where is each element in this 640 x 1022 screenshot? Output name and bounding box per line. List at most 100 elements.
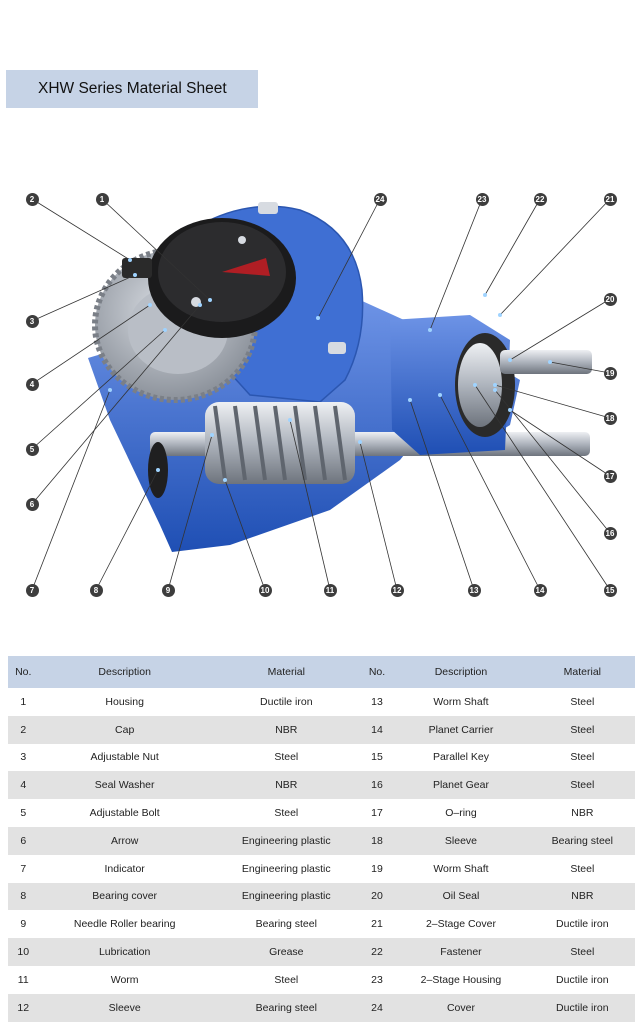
table-cell: 15 — [371, 751, 383, 764]
table-cell: 7 — [20, 862, 27, 875]
callout-marker: 14 — [533, 583, 547, 597]
table-cell: 6 — [8, 826, 39, 855]
callout-marker: 24 — [373, 192, 387, 206]
callout-marker: 9 — [161, 583, 175, 597]
table-cell: 21 — [371, 918, 383, 931]
table-cell: Steel — [529, 715, 635, 744]
leader-line — [101, 198, 211, 301]
header-cell: Material — [210, 656, 362, 688]
leader-dot — [483, 293, 487, 297]
table-cell: Bearing steel — [529, 826, 635, 855]
table-cell: Adjustable Bolt — [89, 807, 160, 820]
leader-line — [95, 469, 159, 591]
leader-dot — [316, 316, 320, 320]
leader-dot — [408, 398, 412, 402]
leader-line — [31, 389, 111, 591]
table-cell: Housing — [105, 695, 144, 708]
leader-line — [549, 361, 611, 374]
leader-line — [31, 198, 131, 261]
table-cell: Bearing steel — [255, 918, 317, 931]
callout-marker: 22 — [533, 192, 547, 206]
leader-dot — [156, 468, 160, 472]
title-bar: XHW Series Material Sheet — [6, 70, 258, 108]
cover-bolt — [328, 342, 346, 354]
leader-dot — [108, 388, 112, 392]
table-cell: 9 — [20, 918, 27, 931]
table-cell: 5 — [20, 807, 27, 820]
table-cell: 12 — [8, 993, 39, 1022]
leader-line — [439, 394, 541, 591]
planet-carrier — [458, 343, 502, 427]
table-cell: Cap — [38, 715, 211, 744]
callout-marker: 12 — [390, 583, 404, 597]
table-cell: Bearing steel — [210, 993, 362, 1022]
header-cell: Description — [392, 656, 530, 688]
table-cell: Bearing cover — [38, 882, 211, 911]
table-cell: Steel — [529, 938, 635, 966]
leader-dot — [198, 303, 202, 307]
table-cell: Worm Shaft — [433, 695, 489, 708]
leader-line — [167, 434, 213, 591]
table-cell: Lubrication — [38, 938, 211, 966]
table-cell: O–ring — [445, 807, 477, 820]
arrow-pointer — [222, 258, 270, 276]
leader-lines — [31, 198, 611, 591]
table-cell: Ductile iron — [556, 973, 609, 986]
table-cell: Seal Washer — [38, 771, 211, 800]
table-cell: Needle Roller bearing — [73, 918, 176, 931]
leader-dot — [548, 360, 552, 364]
table-cell: Ductile iron — [529, 993, 635, 1022]
leader-line — [31, 304, 201, 505]
leader-dot — [508, 408, 512, 412]
callout-marker: 10 — [258, 583, 272, 597]
table-cell: Cover — [392, 993, 530, 1022]
table-cell: 14 — [361, 715, 393, 744]
callout-marker: 3 — [25, 314, 39, 328]
table-cell: Sleeve — [392, 826, 530, 855]
leader-line — [409, 399, 475, 591]
table-cell: Steel — [274, 751, 299, 764]
table-cell: 13 — [371, 695, 383, 708]
callout-marker: 7 — [25, 583, 39, 597]
leader-line — [474, 384, 611, 591]
table-cell: 18 — [361, 826, 393, 855]
callout-marker: 2 — [25, 192, 39, 206]
leader-dot — [133, 273, 137, 277]
leader-line — [494, 389, 611, 534]
table-cell: 3 — [20, 751, 27, 764]
leader-line — [224, 479, 266, 591]
leader-line — [359, 441, 398, 591]
table-cell: Steel — [570, 751, 595, 764]
table-cell: Steel — [529, 771, 635, 800]
table-cell: 4 — [8, 771, 39, 800]
header-cell: No. — [8, 656, 39, 688]
callout-marker: 20 — [603, 292, 617, 306]
table-cell: 2 — [8, 715, 39, 744]
leader-line — [317, 198, 381, 319]
leader-dot — [208, 298, 212, 302]
table-cell: 10 — [8, 938, 39, 966]
table-cell: Sleeve — [38, 993, 211, 1022]
table-cell: Engineering plastic — [210, 826, 362, 855]
leader-line — [289, 419, 331, 591]
table-cell: 16 — [361, 771, 393, 800]
leader-dot — [493, 383, 497, 387]
callout-marker: 5 — [25, 442, 39, 456]
table-cell: NBR — [210, 715, 362, 744]
leader-dot — [438, 393, 442, 397]
header-cell: No. — [361, 656, 393, 688]
callout-marker: 23 — [475, 192, 489, 206]
table-cell: Ductile iron — [260, 695, 313, 708]
table-cell: Engineering plastic — [210, 882, 362, 911]
